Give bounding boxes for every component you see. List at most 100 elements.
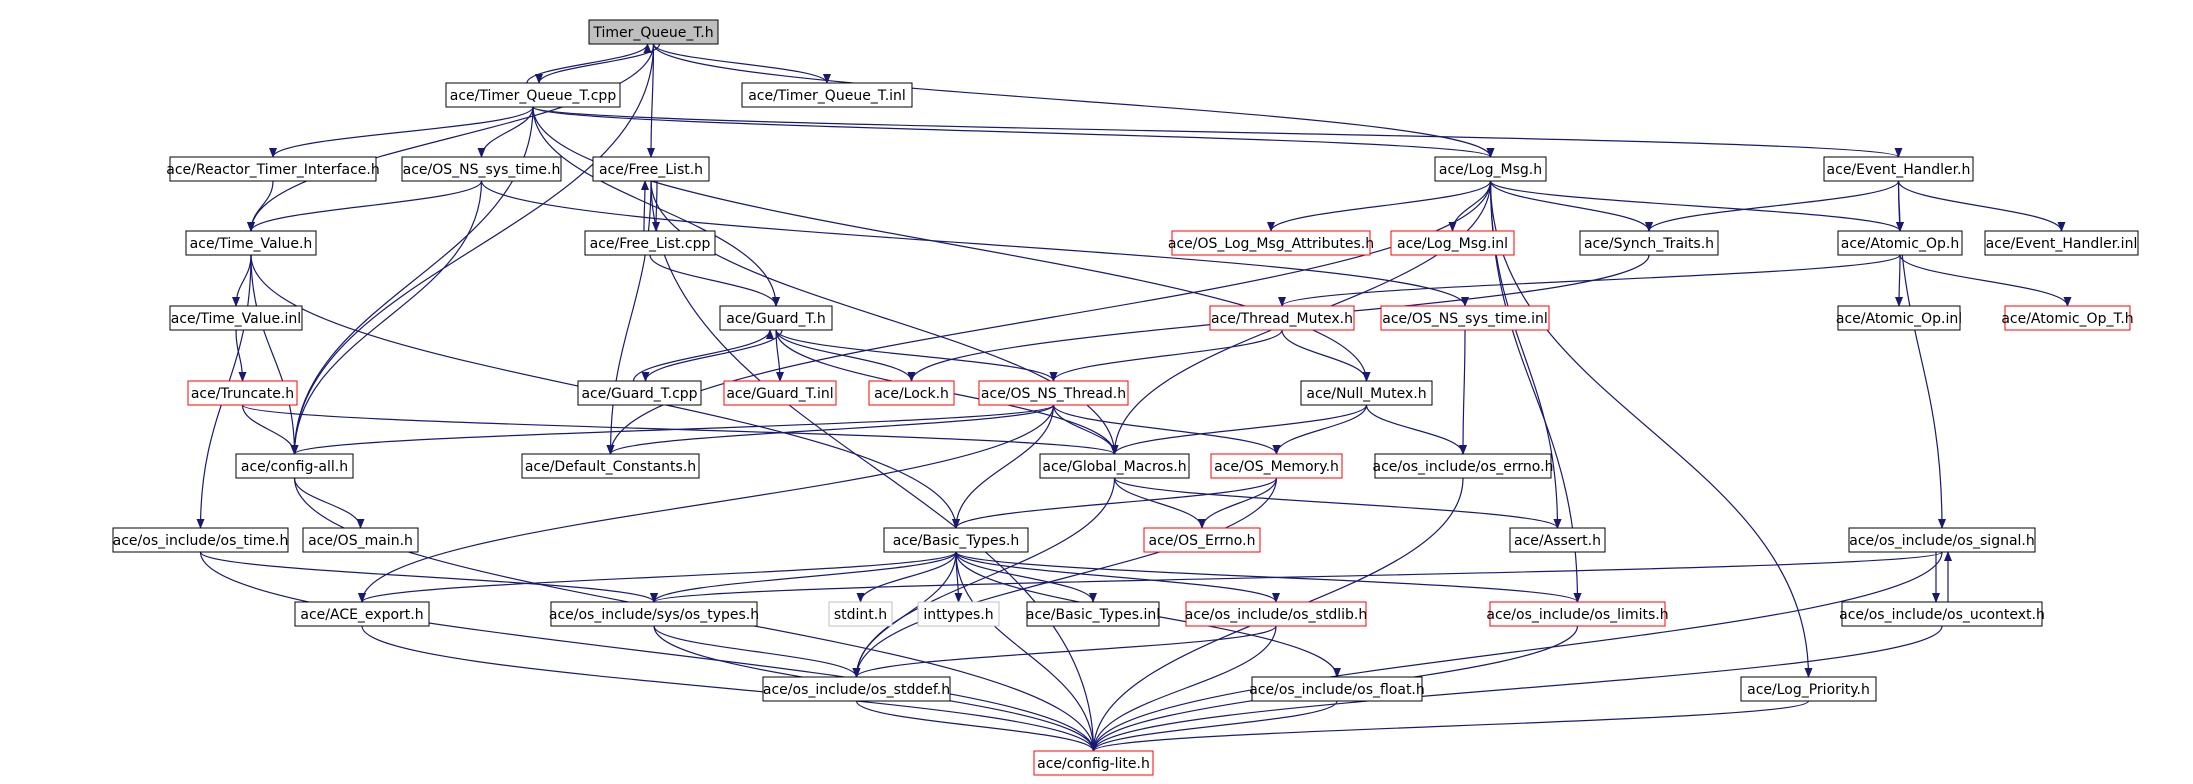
node-basic_types_inl[interactable]: ace/Basic_Types.inl xyxy=(1026,601,1160,627)
node-log_msg_h[interactable]: ace/Log_Msg.h xyxy=(1434,156,1547,182)
node-null_mutex_h[interactable]: ace/Null_Mutex.h xyxy=(1300,380,1433,406)
node-box[interactable] xyxy=(1390,230,1515,256)
node-os_main_h[interactable]: ace/OS_main.h xyxy=(302,527,419,553)
node-os_ns_sys_time_inl[interactable]: ace/OS_NS_sys_time.inl xyxy=(1380,305,1550,331)
node-os_memory_h[interactable]: ace/OS_Memory.h xyxy=(1210,453,1343,479)
node-config_all_h[interactable]: ace/config-all.h xyxy=(235,453,354,479)
node-box[interactable] xyxy=(550,601,758,627)
node-box[interactable] xyxy=(302,527,419,553)
node-timer_queue_t_h[interactable]: Timer_Queue_T.h xyxy=(588,19,719,45)
node-box[interactable] xyxy=(1300,380,1433,406)
node-os_errno_h[interactable]: ace/OS_Errno.h xyxy=(1143,527,1261,553)
node-os_include_os_time_h[interactable]: ace/os_include/os_time.h xyxy=(112,527,289,553)
node-box[interactable] xyxy=(723,380,837,406)
node-box[interactable] xyxy=(741,82,913,108)
node-box[interactable] xyxy=(185,230,317,256)
node-box[interactable] xyxy=(1837,305,1961,331)
node-timer_queue_t_cpp[interactable]: ace/Timer_Queue_T.cpp xyxy=(445,82,621,108)
node-box[interactable] xyxy=(1033,750,1154,776)
node-box[interactable] xyxy=(1848,527,2036,553)
node-box[interactable] xyxy=(187,380,298,406)
node-default_constants_h[interactable]: ace/Default_Constants.h xyxy=(521,453,700,479)
node-box[interactable] xyxy=(112,527,289,553)
node-box[interactable] xyxy=(828,601,893,627)
node-os_include_os_stddef_h[interactable]: ace/os_include/os_stddef.h xyxy=(762,676,951,702)
node-os_include_os_errno_h[interactable]: ace/os_include/os_errno.h xyxy=(1373,453,1554,479)
node-free_list_h[interactable]: ace/Free_List.h xyxy=(592,156,710,182)
node-ace_export_h[interactable]: ace/ACE_export.h xyxy=(294,601,430,627)
node-box[interactable] xyxy=(1171,230,1371,256)
node-synch_traits_h[interactable]: ace/Synch_Traits.h xyxy=(1579,230,1719,256)
node-os_include_os_ucontext_h[interactable]: ace/os_include/os_ucontext.h xyxy=(1839,601,2045,627)
node-event_handler_inl[interactable]: ace/Event_Handler.inl xyxy=(1984,230,2139,256)
node-reactor_timer_interface_h[interactable]: ace/Reactor_Timer_Interface.h xyxy=(166,156,380,182)
node-box[interactable] xyxy=(584,230,716,256)
node-box[interactable] xyxy=(1143,527,1261,553)
node-time_value_h[interactable]: ace/Time_Value.h xyxy=(185,230,317,256)
node-atomic_op_inl[interactable]: ace/Atomic_Op.inl xyxy=(1836,305,1962,331)
node-box[interactable] xyxy=(1489,601,1666,627)
node-os_log_msg_attributes_h[interactable]: ace/OS_Log_Msg_Attributes.h xyxy=(1168,230,1374,256)
node-box[interactable] xyxy=(169,156,377,182)
node-os_include_sys_os_types_h[interactable]: ace/os_include/sys/os_types.h xyxy=(549,601,759,627)
node-box[interactable] xyxy=(577,380,702,406)
node-box[interactable] xyxy=(883,527,1029,553)
node-box[interactable] xyxy=(1579,230,1719,256)
node-stdint_h[interactable]: stdint.h xyxy=(828,601,893,627)
node-os_include_os_stdlib_h[interactable]: ace/os_include/os_stdlib.h xyxy=(1185,601,1367,627)
node-log_msg_inl[interactable]: ace/Log_Msg.inl xyxy=(1390,230,1515,256)
node-box[interactable] xyxy=(588,19,719,45)
node-guard_t_inl[interactable]: ace/Guard_T.inl xyxy=(723,380,837,406)
node-box[interactable] xyxy=(1185,601,1367,627)
node-os_include_os_float_h[interactable]: ace/os_include/os_float.h xyxy=(1249,676,1425,702)
node-box[interactable] xyxy=(1984,230,2139,256)
node-thread_mutex_h[interactable]: ace/Thread_Mutex.h xyxy=(1209,305,1355,331)
node-box[interactable] xyxy=(1837,230,1963,256)
node-os_include_os_limits_h[interactable]: ace/os_include/os_limits.h xyxy=(1486,601,1669,627)
node-time_value_inl[interactable]: ace/Time_Value.inl xyxy=(169,305,303,331)
node-assert_h[interactable]: ace/Assert.h xyxy=(1509,527,1606,553)
node-box[interactable] xyxy=(1026,601,1160,627)
node-box[interactable] xyxy=(868,380,955,406)
node-box[interactable] xyxy=(1380,305,1550,331)
node-box[interactable] xyxy=(592,156,710,182)
node-guard_t_cpp[interactable]: ace/Guard_T.cpp xyxy=(577,380,702,406)
node-os_ns_thread_h[interactable]: ace/OS_NS_Thread.h xyxy=(978,380,1129,406)
node-box[interactable] xyxy=(1210,453,1343,479)
node-box[interactable] xyxy=(1209,305,1355,331)
node-box[interactable] xyxy=(719,305,833,331)
node-box[interactable] xyxy=(521,453,700,479)
node-atomic_op_h[interactable]: ace/Atomic_Op.h xyxy=(1837,230,1963,256)
node-box[interactable] xyxy=(762,676,951,702)
node-box[interactable] xyxy=(1434,156,1547,182)
node-box[interactable] xyxy=(917,601,1000,627)
node-free_list_cpp[interactable]: ace/Free_List.cpp xyxy=(584,230,716,256)
node-guard_t_h[interactable]: ace/Guard_T.h xyxy=(719,305,833,331)
node-event_handler_h[interactable]: ace/Event_Handler.h xyxy=(1823,156,1974,182)
node-log_priority_h[interactable]: ace/Log_Priority.h xyxy=(1740,676,1877,702)
node-basic_types_h[interactable]: ace/Basic_Types.h xyxy=(883,527,1029,553)
node-lock_h[interactable]: ace/Lock.h xyxy=(868,380,955,406)
node-inttypes_h[interactable]: inttypes.h xyxy=(917,601,1000,627)
node-box[interactable] xyxy=(1509,527,1606,553)
node-box[interactable] xyxy=(401,156,562,182)
node-atomic_op_t_h[interactable]: ace/Atomic_Op_T.h xyxy=(2001,305,2134,331)
node-box[interactable] xyxy=(169,305,303,331)
node-box[interactable] xyxy=(1823,156,1974,182)
node-config_lite_h[interactable]: ace/config-lite.h xyxy=(1033,750,1154,776)
node-global_macros_h[interactable]: ace/Global_Macros.h xyxy=(1039,453,1190,479)
node-box[interactable] xyxy=(1039,453,1190,479)
node-truncate_h[interactable]: ace/Truncate.h xyxy=(187,380,298,406)
node-box[interactable] xyxy=(1841,601,2043,627)
node-box[interactable] xyxy=(445,82,621,108)
node-box[interactable] xyxy=(294,601,430,627)
node-timer_queue_t_inl[interactable]: ace/Timer_Queue_T.inl xyxy=(741,82,913,108)
node-box[interactable] xyxy=(1374,453,1552,479)
node-box[interactable] xyxy=(235,453,354,479)
node-box[interactable] xyxy=(978,380,1129,406)
node-os_ns_sys_time_h[interactable]: ace/OS_NS_sys_time.h xyxy=(401,156,562,182)
node-box[interactable] xyxy=(1251,676,1423,702)
node-box[interactable] xyxy=(1740,676,1877,702)
node-box[interactable] xyxy=(2004,305,2131,331)
node-os_include_os_signal_h[interactable]: ace/os_include/os_signal.h xyxy=(1848,527,2036,553)
